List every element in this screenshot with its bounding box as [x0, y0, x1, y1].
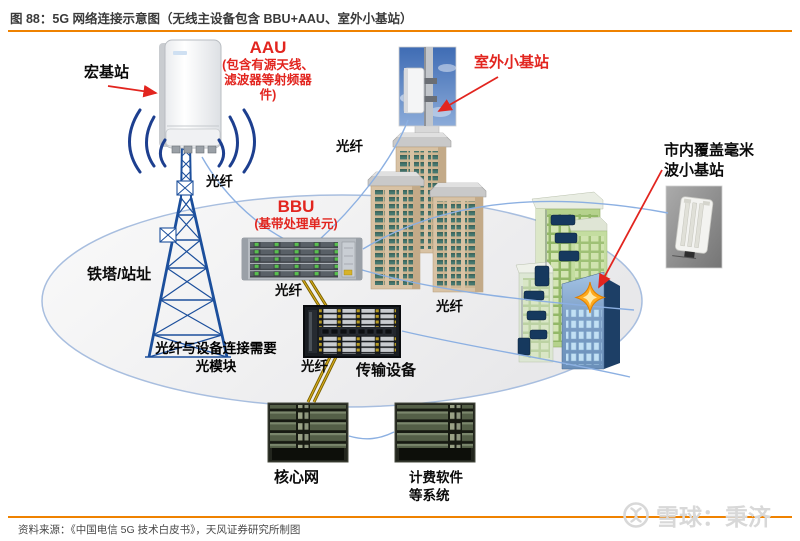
city-buildings — [367, 121, 487, 293]
bottom-rule — [8, 516, 792, 518]
watermark: 雪球：秉济 — [622, 498, 771, 532]
aau-label-block: AAU (包含有源天线、 滤波器等射频器 件) — [215, 38, 321, 102]
aau-title: AAU — [249, 38, 287, 57]
bbu-rack — [241, 237, 363, 281]
fiber-line-tx-building — [401, 330, 631, 378]
watermark-text: 雪球：秉济 — [656, 504, 771, 530]
aau-note-2: 滤波器等射频器 — [224, 72, 312, 87]
bbu-note: (基带处理单元) — [254, 217, 338, 232]
fiber-label-3: 光纤 — [275, 283, 302, 298]
coverage-star-icon — [574, 281, 606, 314]
building-left — [367, 171, 425, 290]
tower-equipment-box — [159, 180, 194, 243]
fiber-line-core-billing — [348, 431, 395, 440]
red-arrow-macro — [107, 84, 158, 98]
bbu-label-block: BBU (基带处理单元) — [246, 197, 346, 232]
bbu-title: BBU — [277, 197, 315, 216]
transmission-label: 传输设备 — [356, 362, 417, 379]
top-rule — [8, 30, 792, 32]
red-arrow-mmwave — [598, 169, 663, 289]
source-note: 资料来源：《中国电信 5G 技术白皮书》，天风证券研究所制图 — [18, 524, 301, 536]
snowball-logo-icon — [623, 502, 649, 528]
aau-note-3: 件) — [259, 87, 277, 102]
outdoor-small-cell-photo — [398, 46, 457, 127]
billing-system-rack — [394, 402, 476, 463]
indoor-mmwave-line1: 市内覆盖毫米 — [664, 142, 755, 159]
indoor-mmwave-line2: 波小基站 — [664, 161, 725, 179]
mmwave-small-cell-photo — [665, 185, 723, 269]
indoor-mmwave-label: 市内覆盖毫米 波小基站 — [664, 141, 754, 180]
aau-device — [159, 39, 222, 154]
core-network-rack — [267, 402, 349, 463]
fiber-label-4: 光纤 — [436, 299, 463, 314]
fiber-line-bbu-mmwave — [362, 200, 669, 250]
rooftop-antenna-units — [517, 210, 580, 356]
fiber-label-5: 光纤 — [301, 359, 328, 374]
fiber-label-2: 光纤 — [336, 139, 363, 154]
tower-site-label: 铁塔/站址 — [87, 266, 152, 283]
billing-line2: 等系统 — [409, 487, 450, 503]
optical-cables — [293, 264, 338, 403]
figure-title: 图 88：5G 网络连接示意图（无线主设备包含 BBU+AAU、室外小基站） — [10, 12, 413, 26]
fiber-module-note: 光纤与设备连接需要 光模块 — [150, 340, 282, 376]
billing-label: 计费软件 等系统 — [409, 469, 463, 504]
fiber-label-1: 光纤 — [206, 174, 233, 189]
macro-station-label: 宏基站 — [84, 64, 130, 81]
fiber-module-line1: 光纤与设备连接需要 — [155, 341, 277, 356]
core-network-label: 核心网 — [274, 469, 320, 486]
fiber-module-line2: 光模块 — [195, 359, 237, 375]
building-right — [429, 182, 487, 293]
fiber-line-smallcell-bbu — [317, 119, 409, 242]
transmission-rack — [303, 305, 401, 358]
red-arrow-smallcell — [437, 76, 499, 112]
outdoor-small-cell-label: 室外小基站 — [474, 54, 550, 71]
billing-line1: 计费软件 — [409, 470, 463, 485]
radio-waves-icon — [128, 108, 256, 174]
aau-note-1: (包含有源天线、 — [222, 58, 314, 73]
fiber-line-aau-bbu — [201, 156, 287, 241]
mmwave-unit — [672, 196, 714, 259]
annotation-arrows — [107, 76, 663, 289]
aau-logo — [173, 51, 187, 55]
